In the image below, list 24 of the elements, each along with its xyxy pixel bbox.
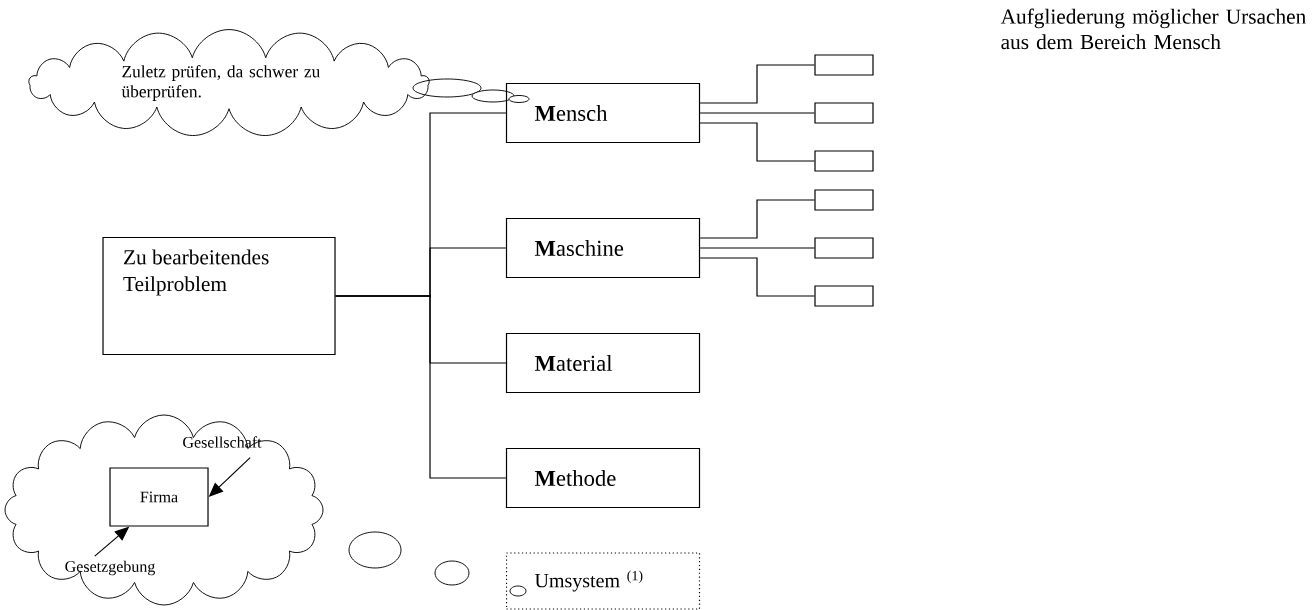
connector-line (699, 64, 815, 104)
cause-box (814, 237, 874, 259)
connector-line (699, 112, 815, 114)
connector-line (699, 122, 815, 162)
thought-cloud (4, 414, 324, 606)
thought-cloud: Zuletz prüfen, da schwer zu überprüfen. (28, 29, 430, 136)
category-box: Mensch (505, 82, 701, 144)
connector-line (699, 247, 815, 249)
cause-box (814, 102, 874, 124)
cause-box (814, 285, 874, 307)
connector-line (335, 295, 507, 479)
cause-box (814, 189, 874, 211)
dotted-box: Umsystem $^{(1)}$ (505, 552, 701, 610)
cause-box (814, 150, 874, 172)
cause-box (814, 54, 874, 76)
category-box: Maschine (505, 217, 701, 279)
cloud-text: Gesetzgebung (65, 560, 156, 576)
connector-line (699, 199, 815, 239)
category-box: Methode (505, 447, 701, 509)
text-box: Firma (109, 467, 209, 527)
category-box: Material (505, 332, 701, 394)
connector-line (699, 257, 815, 297)
problem-box: Zu bearbeitendes Teilproblem (102, 236, 336, 356)
annotation-text: Aufgliederung möglicher Ursachen aus dem Bereich Mensch (1000, 8, 1306, 50)
